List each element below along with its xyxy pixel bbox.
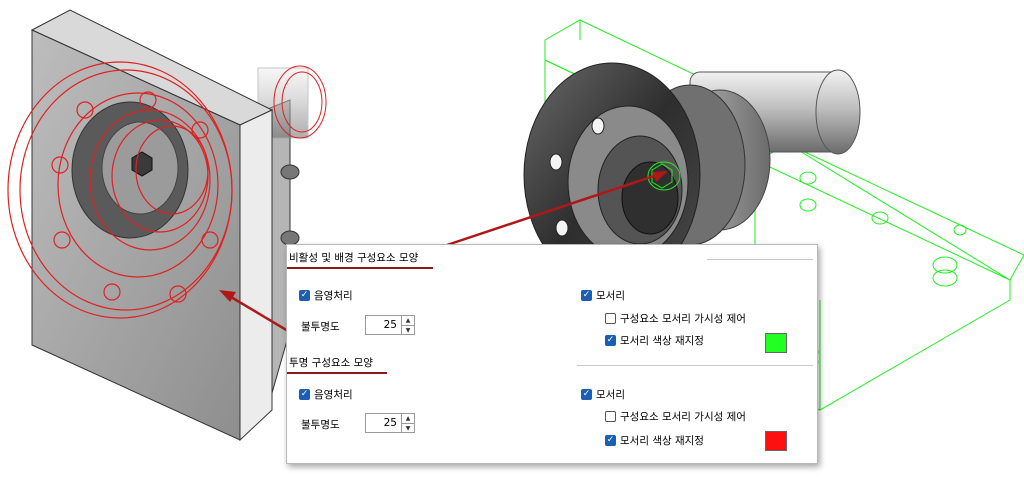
- inactive-opacity-spinner[interactable]: 25 ▲ ▼: [365, 315, 415, 335]
- transparent-edges-checkbox[interactable]: ✓ 모서리: [581, 387, 625, 402]
- inactive-edge-visibility-label: 구성요소 모서리 가시성 제어: [620, 313, 746, 325]
- transparent-opacity-spinner[interactable]: 25 ▲ ▼: [365, 413, 415, 433]
- checkbox-empty-icon: [605, 411, 616, 422]
- inactive-edges-checkbox[interactable]: ✓ 모서리: [581, 288, 625, 303]
- inactive-shading-checkbox[interactable]: ✓ 음영처리: [299, 288, 353, 303]
- inactive-edge-color-label: 모서리 색상 재지정: [620, 335, 704, 347]
- spin-up-icon[interactable]: ▲: [402, 316, 414, 326]
- inactive-section-underline: [287, 267, 433, 269]
- inactive-edges-label: 모서리: [596, 290, 625, 302]
- left-bracket-model: [7, 9, 327, 442]
- check-icon: ✓: [605, 435, 616, 446]
- inactive-section-title: 비활성 및 배경 구성요소 모양: [289, 252, 419, 264]
- check-icon: ✓: [581, 389, 592, 400]
- transparent-edge-color-label: 모서리 색상 재지정: [620, 435, 704, 447]
- inactive-shading-label: 음영처리: [314, 290, 353, 302]
- transparent-shading-label: 음영처리: [314, 389, 353, 401]
- transparent-edge-color-checkbox[interactable]: ✓ 모서리 색상 재지정: [605, 433, 704, 448]
- spin-down-icon[interactable]: ▼: [405, 327, 411, 334]
- spin-up-icon[interactable]: ▲: [402, 414, 414, 424]
- inactive-opacity-value[interactable]: 25: [383, 319, 397, 331]
- section-separator: [577, 365, 813, 366]
- check-icon: ✓: [299, 389, 310, 400]
- check-icon: ✓: [581, 290, 592, 301]
- check-icon: ✓: [299, 290, 310, 301]
- appearance-settings-panel: 비활성 및 배경 구성요소 모양 ✓ 음영처리 불투명도 25 ▲ ▼ ✓ 모서…: [286, 244, 818, 464]
- transparent-edge-visibility-checkbox[interactable]: 구성요소 모서리 가시성 제어: [605, 409, 746, 424]
- transparent-edge-color-swatch[interactable]: [765, 431, 787, 451]
- right-bracket-model: [523, 19, 1024, 411]
- transparent-section-underline: [287, 372, 387, 374]
- inactive-opacity-label: 불투명도: [301, 321, 340, 333]
- spin-down-icon[interactable]: ▼: [405, 425, 411, 432]
- transparent-shading-checkbox[interactable]: ✓ 음영처리: [299, 387, 353, 402]
- section-separator: [707, 259, 813, 260]
- check-icon: ✓: [605, 335, 616, 346]
- transparent-edge-visibility-label: 구성요소 모서리 가시성 제어: [620, 411, 746, 423]
- checkbox-empty-icon: [605, 313, 616, 324]
- inactive-edge-visibility-checkbox[interactable]: 구성요소 모서리 가시성 제어: [605, 311, 746, 326]
- inactive-edge-color-checkbox[interactable]: ✓ 모서리 색상 재지정: [605, 333, 704, 348]
- transparent-edges-label: 모서리: [596, 389, 625, 401]
- transparent-opacity-label: 불투명도: [301, 419, 340, 431]
- inactive-edge-color-swatch[interactable]: [765, 333, 787, 353]
- transparent-section-title: 투명 구성요소 모양: [289, 357, 373, 369]
- transparent-opacity-value[interactable]: 25: [383, 417, 397, 429]
